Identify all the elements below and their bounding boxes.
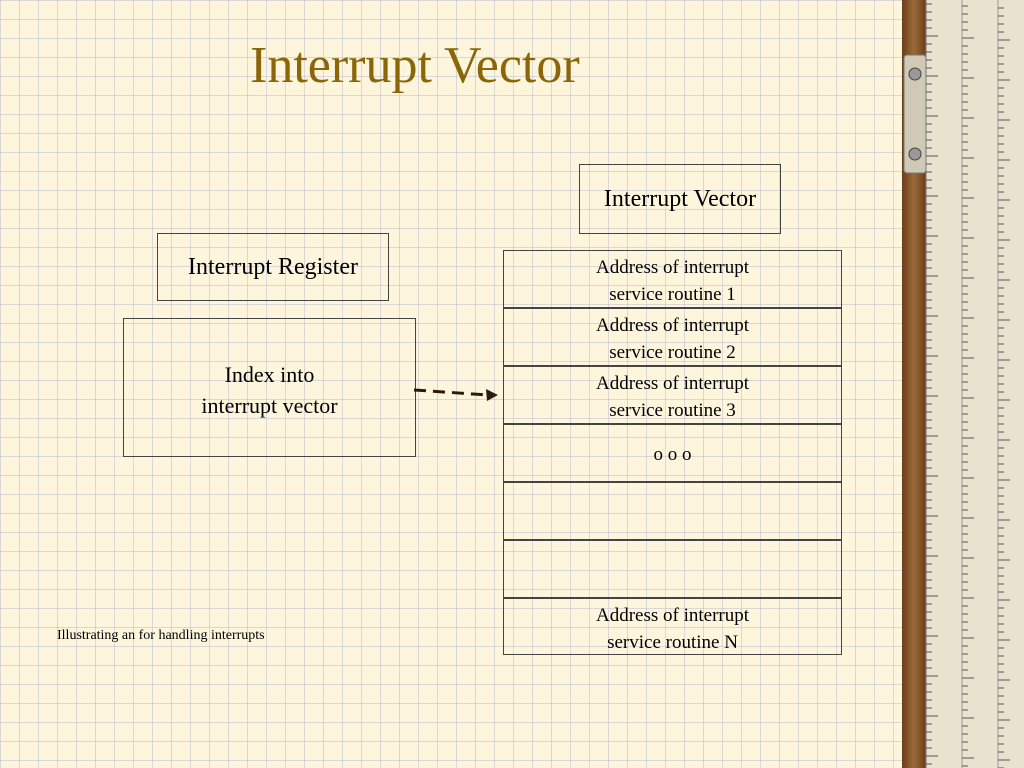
entry-text-line-2: service routine N — [607, 632, 738, 653]
entry-text-line-1: Address of interrupt — [595, 315, 750, 336]
vector-entry-n: Address of interrupt service routine N — [503, 598, 842, 655]
entry-text-line-2: service routine 1 — [609, 284, 736, 305]
slide-title: Interrupt Vector — [250, 37, 580, 94]
vector-entry-ellipsis: o o o — [503, 424, 842, 482]
interrupt-vector-label: Interrupt Vector — [579, 164, 781, 234]
vector-entry-2: Address of interrupt service routine 2 — [503, 308, 842, 366]
vector-entry-blank-2 — [503, 540, 842, 598]
index-line-2: interrupt vector — [201, 393, 338, 418]
vector-entry-1: Address of interrupt service routine 1 — [503, 250, 842, 308]
dashed-arrow — [413, 388, 498, 401]
entry-text-line-1: Address of interrupt — [595, 373, 750, 394]
vector-entry-3: Address of interrupt service routine 3 — [503, 366, 842, 424]
index-line-1: Index into — [224, 362, 315, 387]
ruler-decoration — [902, 0, 1024, 768]
entry-text-line-2: service routine 2 — [609, 342, 736, 363]
entry-text-line-1: Address of interrupt — [595, 257, 750, 278]
interrupt-register-label: Interrupt Register — [157, 233, 389, 301]
entry-text-line-1: Address of interrupt — [595, 605, 750, 626]
index-into-vector-box: Index into interrupt vector — [123, 318, 416, 457]
ellipsis-text: o o o — [653, 444, 692, 465]
vector-entry-blank-1 — [503, 482, 842, 540]
slide-caption: Illustrating an for handling interrupts — [57, 628, 265, 643]
entry-text-line-2: service routine 3 — [609, 400, 736, 421]
